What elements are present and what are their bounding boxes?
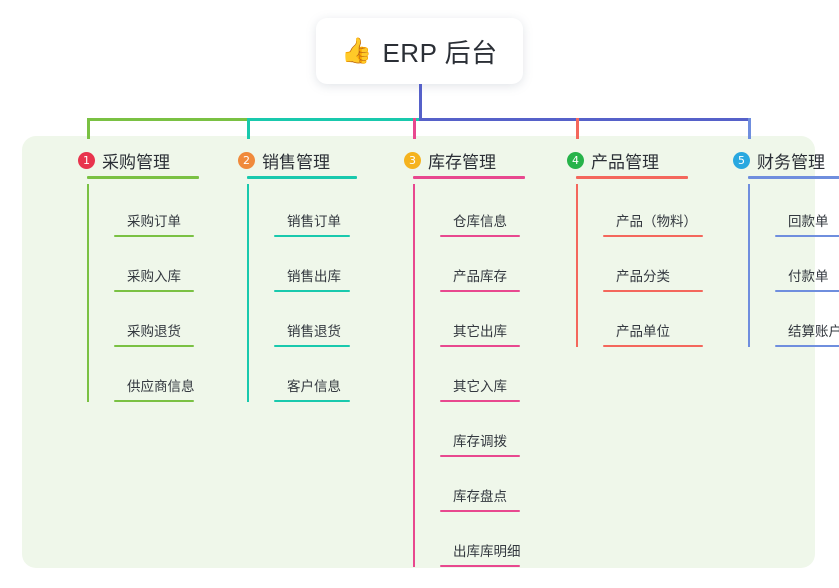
branch-child-underline (440, 235, 520, 237)
branch-child-label: 出库库明细 (453, 544, 521, 559)
branch-child-underline (440, 455, 520, 457)
branch-index-badge: 2 (238, 151, 255, 169)
root-node[interactable]: 👍 ERP 后台 (316, 18, 523, 84)
branch-header-2[interactable]: 2 销售管理 (222, 148, 330, 172)
branch-child-label: 其它入库 (453, 379, 507, 394)
branch-child-label: 产品（物料） (616, 214, 697, 229)
branch-underline (413, 176, 525, 179)
branches-panel (22, 136, 815, 568)
branch-child-label: 销售退货 (287, 324, 341, 339)
branch-title: 库存管理 (428, 152, 496, 172)
branch-child-underline (775, 345, 839, 347)
branch-column-2: 2 销售管理销售订单销售出库销售退货客户信息 (222, 148, 357, 402)
branch-child-underline (114, 290, 194, 292)
branch-drop-connector-4 (576, 118, 579, 139)
branch-drop-connector-5 (748, 118, 751, 139)
branch-child-label: 回款单 (788, 214, 829, 229)
branch-child-label: 采购订单 (127, 214, 181, 229)
branch-header-3[interactable]: 3 库存管理 (388, 148, 496, 172)
root-node-content: 👍 ERP 后台 (341, 33, 497, 70)
branch-column-3: 3 库存管理仓库信息产品库存其它出库其它入库库存调拨库存盘点出库库明细 (388, 148, 525, 567)
root-stem-connector (419, 84, 422, 121)
branch-underline (247, 176, 357, 179)
branch-child-underline (114, 345, 194, 347)
branch-child-underline (440, 400, 520, 402)
branch-child-label: 产品库存 (453, 269, 507, 284)
root-node-title: ERP 后台 (382, 37, 498, 68)
branch-underline (87, 176, 199, 179)
branch-underline (576, 176, 688, 179)
branch-index-badge: 3 (404, 151, 421, 169)
branch-drop-connector-3 (413, 118, 416, 139)
branch-child-label: 付款单 (788, 269, 829, 284)
trunk-segment-1 (87, 118, 250, 121)
branch-child-label: 库存调拨 (453, 434, 507, 449)
branch-child-underline (603, 345, 703, 347)
branch-child-underline (440, 510, 520, 512)
branch-title: 财务管理 (757, 152, 825, 172)
branch-child-label: 客户信息 (287, 379, 341, 394)
branch-index-badge: 1 (78, 151, 95, 169)
branch-child-label: 销售订单 (287, 214, 341, 229)
branch-column-4: 4 产品管理产品（物料） 产品分类产品单位 (551, 148, 703, 347)
branch-child-label: 结算账户 (788, 324, 839, 339)
branch-drop-connector-2 (247, 118, 250, 139)
branch-child-label: 供应商信息 (127, 379, 195, 394)
branch-child-label: 销售出库 (287, 269, 341, 284)
branch-child-label: 库存盘点 (453, 489, 507, 504)
branch-child-underline (440, 565, 520, 567)
branch-column-1: 1 采购管理采购订单采购入库采购退货供应商信息 (62, 148, 199, 402)
branch-header-1[interactable]: 1 采购管理 (62, 148, 170, 172)
trunk-segment-2 (247, 118, 422, 121)
branch-title: 销售管理 (262, 152, 330, 172)
branch-child-label: 其它出库 (453, 324, 507, 339)
branch-child-underline (775, 290, 839, 292)
branch-column-5: 5 财务管理回款单付款单结算账户 (717, 148, 839, 347)
branch-child-underline (274, 345, 350, 347)
branch-child-underline (274, 400, 350, 402)
branch-header-4[interactable]: 4 产品管理 (551, 148, 659, 172)
branch-spine (247, 184, 249, 402)
branch-child-underline (775, 235, 839, 237)
branch-index-badge: 4 (567, 151, 584, 169)
branch-child-label: 产品单位 (616, 324, 670, 339)
thumbs-up-icon: 👍 (341, 36, 373, 65)
branch-spine (413, 184, 415, 567)
branch-drop-connector-1 (87, 118, 90, 139)
branch-underline (748, 176, 839, 179)
branch-child-underline (274, 290, 350, 292)
branch-title: 采购管理 (102, 152, 170, 172)
branch-child-label: 采购入库 (127, 269, 181, 284)
branch-child-label: 产品分类 (616, 269, 670, 284)
branch-child-underline (114, 400, 194, 402)
branch-child-underline (114, 235, 194, 237)
branch-header-5[interactable]: 5 财务管理 (717, 148, 825, 172)
branch-child-label: 仓库信息 (453, 214, 507, 229)
branch-index-badge: 5 (733, 151, 750, 169)
branch-child-underline (274, 235, 350, 237)
branch-spine (748, 184, 750, 347)
branch-title: 产品管理 (591, 152, 659, 172)
branch-spine (576, 184, 578, 347)
trunk-segment-3 (419, 118, 751, 121)
branch-spine (87, 184, 89, 402)
branch-child-underline (440, 290, 520, 292)
branch-child-underline (440, 345, 520, 347)
branch-child-underline (603, 235, 703, 237)
branch-child-label: 采购退货 (127, 324, 181, 339)
branch-child-underline (603, 290, 703, 292)
